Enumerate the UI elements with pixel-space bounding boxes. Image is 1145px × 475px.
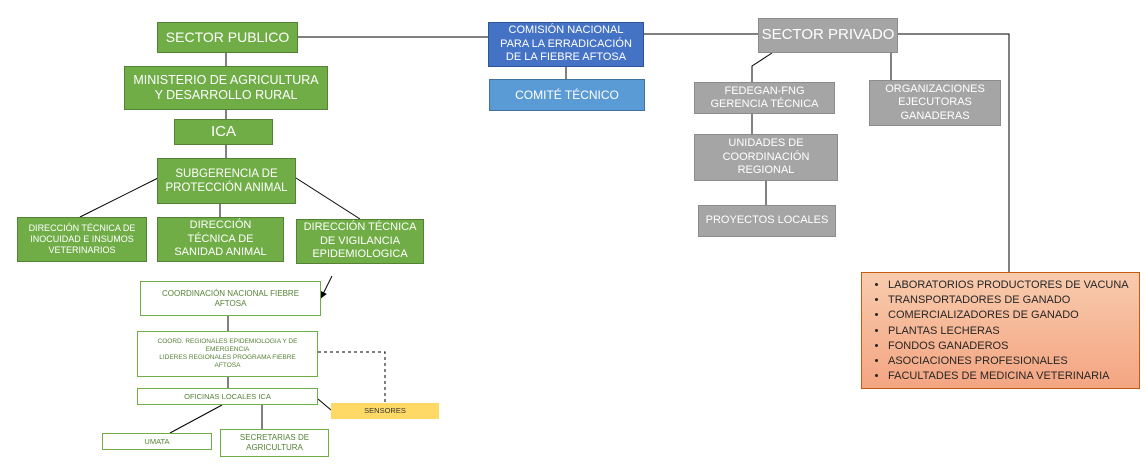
ministerio-box: MINISTERIO DE AGRICULTURA Y DESARROLLO R… <box>124 66 328 110</box>
ministerio-line-1: MINISTERIO DE AGRICULTURA <box>133 72 319 87</box>
organizaciones-line-1: ORGANIZACIONES <box>885 82 985 95</box>
unidades-box: UNIDADES DE COORDINACIÓN REGIONAL <box>694 134 838 181</box>
comision-line-1: COMISIÓN NACIONAL <box>508 24 624 37</box>
fedegan-box: FEDEGAN-FNG GERENCIA TÉCNICA <box>694 82 835 114</box>
sector-publico-box: SECTOR PUBLICO <box>157 22 298 53</box>
vigilancia-line-2: DE VIGILANCIA <box>319 234 401 247</box>
coord-regionales-line-3: LIDERES REGIONALES PROGRAMA FIEBRE <box>159 354 296 361</box>
inocuidad-line-2: INOCUIDAD E INSUMOS <box>30 234 134 245</box>
list-item: COMERCIALIZADORES DE GANADO <box>888 308 1129 323</box>
sanidad-line-1: DIRECCIÓN <box>189 219 252 232</box>
ica-box: ICA <box>174 119 273 145</box>
connector-sub-inocuidad <box>79 177 159 218</box>
ica-label: ICA <box>210 122 236 140</box>
sector-privado-label: SECTOR PRIVADO <box>761 26 895 44</box>
proyectos-locales-box: PROYECTOS LOCALES <box>698 205 836 237</box>
sensores-box: SENSORES <box>331 403 439 419</box>
vigilancia-line-1: DIRECCIÓN TÉCNICA <box>303 221 417 234</box>
privado-lista-box: LABORATORIOS PRODUCTORES DE VACUNA TRANS… <box>861 272 1140 389</box>
inocuidad-line-3: VETERINARIOS <box>48 244 116 255</box>
comision-nacional-box: COMISIÓN NACIONAL PARA LA ERRADICACIÓN D… <box>488 22 644 67</box>
subgerencia-box: SUBGERENCIA DE PROTECCIÓN ANIMAL <box>157 158 296 204</box>
direccion-inocuidad-box: DIRECCIÓN TÉCNICA DE INOCUIDAD E INSUMOS… <box>17 217 147 262</box>
coord-regionales-line-2: EMERGENCIA <box>205 346 250 354</box>
secretarias-box: SECRETARIAS DE AGRICULTURA <box>220 429 329 457</box>
list-item: FONDOS GANADEROS <box>888 339 1129 354</box>
umata-label: UMATA <box>144 436 170 446</box>
list-item: ASOCIACIONES PROFESIONALES <box>888 354 1129 369</box>
comision-line-2: PARA LA ERRADICACIÓN <box>500 37 632 50</box>
organizaciones-line-3: GANADERAS <box>900 109 970 122</box>
subgerencia-line-2: PROTECCIÓN ANIMAL <box>165 182 288 194</box>
direccion-vigilancia-box: DIRECCIÓN TÉCNICA DE VIGILANCIA EPIDEMIO… <box>296 219 424 264</box>
vigilancia-line-3: EPIDEMIOLOGICA <box>312 248 408 261</box>
fedegan-line-1: FEDEGAN-FNG <box>724 84 805 97</box>
sanidad-line-2: TÉCNICA DE <box>187 232 254 245</box>
connector-oficinas-umata <box>169 404 223 434</box>
organizaciones-box: ORGANIZACIONES EJECUTORAS GANADERAS <box>869 80 1001 126</box>
subgerencia-line-1: SUBGERENCIA DE <box>175 167 278 180</box>
oficinas-label: OFICINAS LOCALES ICA <box>184 391 271 401</box>
connector-dashed-sensores <box>318 351 386 403</box>
connector-privado-fedegan <box>751 52 773 82</box>
sector-publico-label: SECTOR PUBLICO <box>165 28 290 45</box>
privado-lista: LABORATORIOS PRODUCTORES DE VACUNA TRANS… <box>862 273 1129 384</box>
coord-regionales-box: COORD. REGIONALES EPIDEMIOLOGIA Y DE EME… <box>137 331 318 377</box>
connector-sub-vigilancia <box>295 177 361 220</box>
coord-regionales-line-4: AFTOSA <box>214 361 241 369</box>
comite-label: COMITÉ TÉCNICO <box>515 87 619 102</box>
sensores-label: SENSORES <box>364 406 406 416</box>
coord-regionales-line-1: COORD. REGIONALES EPIDEMIOLOGIA Y DE <box>157 338 298 346</box>
fedegan-line-2: GERENCIA TÉCNICA <box>710 98 819 110</box>
unidades-line-3: REGIONAL <box>737 164 795 177</box>
list-item: LABORATORIOS PRODUCTORES DE VACUNA <box>888 278 1129 293</box>
umata-box: UMATA <box>102 433 212 450</box>
sector-privado-box: SECTOR PRIVADO <box>758 18 898 53</box>
coord-nacional-line-2: AFTOSA <box>214 298 247 308</box>
ministerio-line-2: Y DESARROLLO RURAL <box>154 88 298 102</box>
unidades-line-1: UNIDADES DE <box>728 137 804 150</box>
inocuidad-line-1: DIRECCIÓN TÉCNICA DE <box>28 223 136 234</box>
proyectos-label: PROYECTOS LOCALES <box>705 214 829 227</box>
arrow-vigilancia-coord <box>320 275 333 299</box>
organizaciones-line-2: EJECUTORAS <box>898 96 972 109</box>
comite-tecnico-box: COMITÉ TÉCNICO <box>489 79 645 111</box>
secretarias-line-1: SECRETARIAS DE <box>239 433 310 443</box>
connector-privado-lista <box>898 33 1010 272</box>
connector-oficinas-sensores <box>317 398 332 411</box>
oficinas-locales-box: OFICINAS LOCALES ICA <box>137 388 318 405</box>
unidades-line-2: COORDINACIÓN <box>722 150 810 163</box>
coord-nacional-line-1: COORDINACIÓN NACIONAL FIEBRE <box>161 288 300 298</box>
list-item: PLANTAS LECHERAS <box>888 324 1129 339</box>
comision-line-3: DE LA FIEBRE AFTOSA <box>505 51 627 64</box>
list-item: FACULTADES DE MEDICINA VETERINARIA <box>888 369 1129 384</box>
sanidad-line-3: SANIDAD ANIMAL <box>174 246 267 259</box>
coordinacion-nacional-box: COORDINACIÓN NACIONAL FIEBRE AFTOSA <box>140 281 321 316</box>
direccion-sanidad-box: DIRECCIÓN TÉCNICA DE SANIDAD ANIMAL <box>157 217 284 262</box>
list-item: TRANSPORTADORES DE GANADO <box>888 293 1129 308</box>
secretarias-line-2: AGRICULTURA <box>246 443 303 452</box>
